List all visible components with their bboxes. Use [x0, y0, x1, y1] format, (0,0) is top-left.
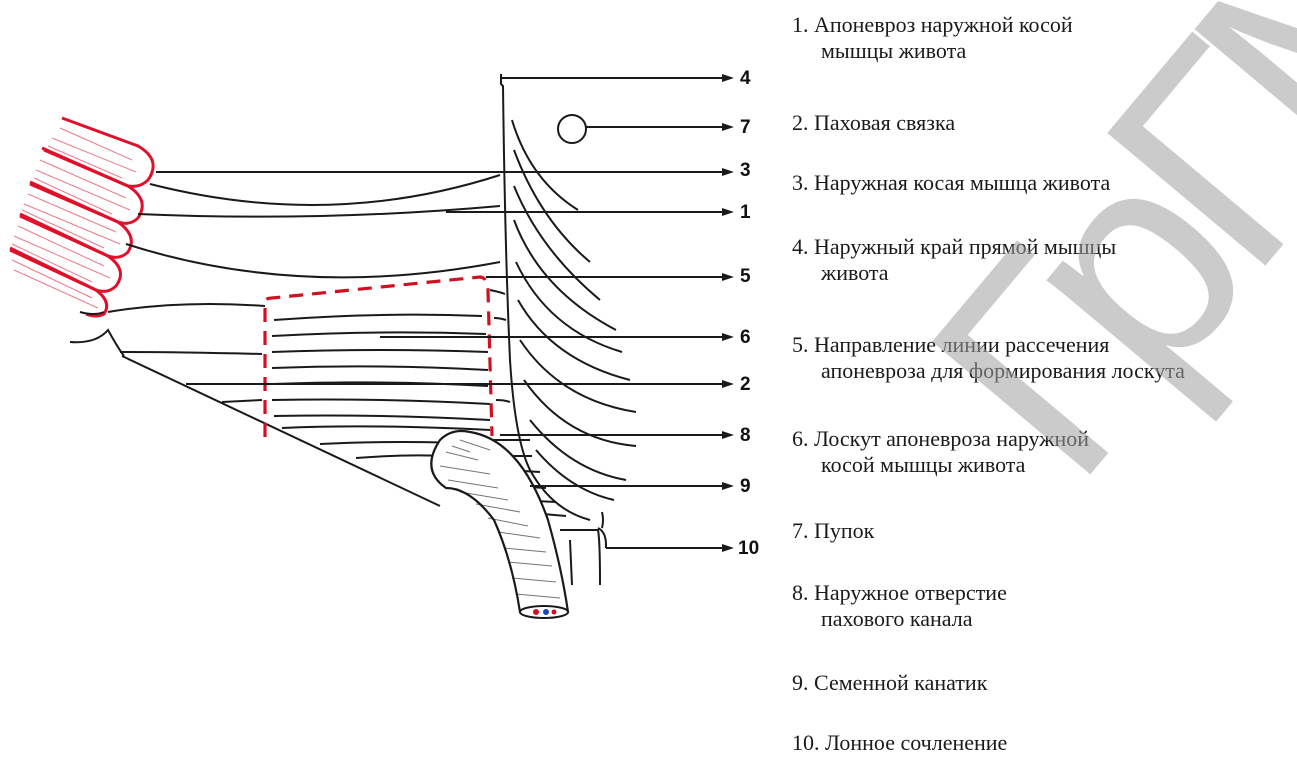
callout-5: 5: [740, 266, 751, 287]
legend-text: Наружный край прямой мышцы: [814, 234, 1116, 259]
callout-4: 4: [740, 68, 751, 89]
digitation-2: [30, 150, 142, 223]
legend-text-cont: косой мышцы живота: [792, 452, 1089, 478]
callout-1: 1: [740, 202, 751, 223]
digitation-5: [10, 250, 107, 316]
incision-dashed-line: [265, 277, 492, 437]
legend-number: 8.: [792, 580, 809, 605]
callout-2: 2: [740, 374, 751, 395]
umbilicus-circle: [558, 115, 586, 143]
legend-text: Семенной канатик: [814, 670, 987, 695]
legend-text: Лоскут апоневроза наружной: [814, 426, 1089, 451]
legend-text: Наружное отверстие: [814, 580, 1007, 605]
legend-item-9: 9. Семенной канатик: [792, 670, 987, 696]
legend-item-3: 3. Наружная косая мышца живота: [792, 170, 1110, 196]
legend-number: 2.: [792, 110, 809, 135]
legend-number: 4.: [792, 234, 809, 259]
legend-number: 10.: [792, 730, 820, 755]
legend-text-cont: мышцы живота: [792, 38, 1073, 64]
digitation-1: [42, 118, 153, 186]
legend-text: Наружная косая мышца живота: [814, 170, 1110, 195]
callout-6: 6: [740, 327, 751, 348]
rectus-edge: [501, 74, 590, 520]
legend-item-10: 10. Лонное сочленение: [792, 730, 1007, 756]
legend-text: Направление линии рассечения: [814, 332, 1109, 357]
legend-text-cont: апоневроза для формирования лоскута: [792, 358, 1185, 384]
legend-number: 6.: [792, 426, 809, 451]
legend-text-cont: живота: [792, 260, 1116, 286]
legend-text: Паховая связка: [814, 110, 955, 135]
callout-8: 8: [740, 425, 751, 446]
legend-text-cont: пахового канала: [792, 606, 1007, 632]
callout-7: 7: [740, 117, 751, 138]
callout-10: 10: [738, 538, 759, 559]
legend-number: 9.: [792, 670, 809, 695]
legend-item-2: 2. Паховая связка: [792, 110, 955, 136]
leader-arrowheads: [722, 74, 734, 552]
body-outline: [70, 74, 636, 585]
legend-text: Пупок: [814, 518, 874, 543]
legend-number: 3.: [792, 170, 809, 195]
legend-number: 7.: [792, 518, 809, 543]
legend-number: 5.: [792, 332, 809, 357]
callout-9: 9: [740, 476, 751, 497]
spermatic-cord: [431, 431, 568, 618]
legend-item-7: 7. Пупок: [792, 518, 874, 544]
callout-3: 3: [740, 160, 751, 181]
legend-text: Лонное сочленение: [825, 730, 1007, 755]
inguinal-boundary: [122, 356, 440, 506]
legend-text: Апоневроз наружной косой: [814, 12, 1073, 37]
legend-number: 1.: [792, 12, 809, 37]
anatomy-diagram: 4 7 3 1 5 6 2 8 9 10: [0, 0, 780, 758]
